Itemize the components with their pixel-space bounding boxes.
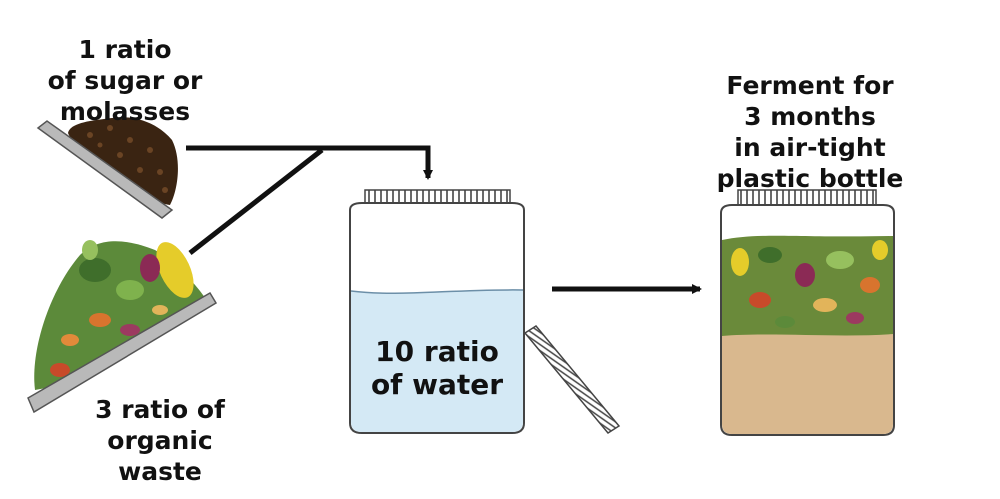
ferment-label: Ferment for 3 months in air-tight plasti…	[680, 70, 940, 194]
water-label-line-2: of water	[370, 368, 504, 401]
waste-label-line-1: 3 ratio of	[95, 395, 225, 424]
waste-label: 3 ratio of organic waste	[60, 394, 260, 487]
ferment-label-line-3: in air-tight	[734, 133, 886, 162]
sugar-label-line-2: of sugar or	[47, 66, 203, 95]
sugar-scoop-icon	[36, 117, 178, 219]
water-jar-icon	[349, 189, 525, 434]
ferment-label-line-2: 3 months	[744, 102, 876, 131]
ferment-bottle-icon	[720, 189, 895, 436]
ferment-label-line-4: plastic bottle	[716, 164, 904, 193]
connector-lines	[186, 145, 433, 255]
sugar-label: 1 ratio of sugar or molasses	[20, 34, 230, 127]
water-label-line-1: 10 ratio	[375, 335, 499, 368]
waste-label-line-2: organic	[107, 426, 213, 455]
ferment-label-line-1: Ferment for	[726, 71, 894, 100]
water-label: 10 ratio of water	[352, 335, 522, 401]
stirring-rod-icon	[523, 325, 621, 434]
waste-label-line-3: waste	[118, 457, 202, 486]
waste-scoop-icon	[27, 240, 218, 414]
sugar-label-line-1: 1 ratio	[78, 35, 172, 64]
sugar-label-line-3: molasses	[59, 97, 191, 126]
